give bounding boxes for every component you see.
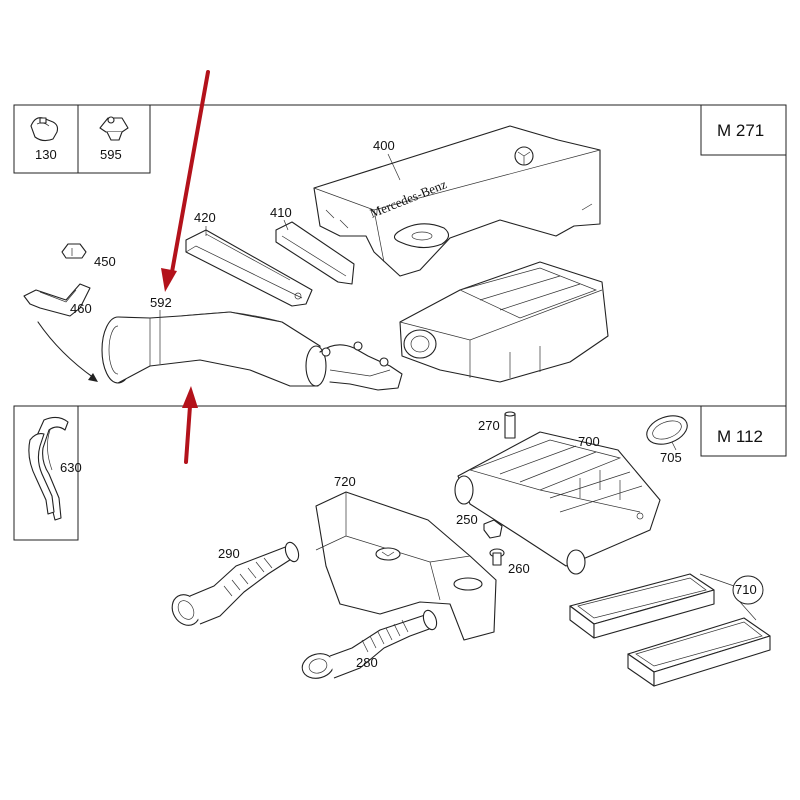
engine-cover-400 xyxy=(313,125,601,277)
label-260: 260 xyxy=(508,561,530,576)
filter-element-710-a xyxy=(569,573,715,639)
label-290: 290 xyxy=(218,546,240,561)
leader-705 xyxy=(671,441,677,451)
clip-130-drawing xyxy=(30,117,59,142)
air-filter-housing-m271 xyxy=(399,261,609,383)
clip-250 xyxy=(483,519,503,539)
fastener-260 xyxy=(489,548,505,566)
label-705: 705 xyxy=(660,450,682,465)
intake-duct-592 xyxy=(101,311,403,391)
intake-duct-280 xyxy=(301,609,438,679)
filter-element-710-b xyxy=(627,617,771,687)
label-400: 400 xyxy=(373,138,395,153)
label-280: 280 xyxy=(356,655,378,670)
label-420: 420 xyxy=(194,210,216,225)
seal-ring-705 xyxy=(646,415,688,445)
section-frames xyxy=(13,104,787,541)
label-410: 410 xyxy=(270,205,292,220)
cover-strip-410 xyxy=(275,221,355,285)
highlight-arrow-up xyxy=(182,386,198,464)
bracket-460-drawing xyxy=(23,283,91,317)
clip-595-drawing xyxy=(99,116,129,141)
intake-duct-290 xyxy=(171,541,300,626)
label-700: 700 xyxy=(578,434,600,449)
clip-450-drawing xyxy=(61,243,87,259)
leader-400 xyxy=(387,153,401,181)
label-595: 595 xyxy=(100,147,122,162)
label-460: 460 xyxy=(70,301,92,316)
engine-code-bottom: M 112 xyxy=(717,427,763,446)
assembly-arrow-head xyxy=(88,373,98,382)
label-450: 450 xyxy=(94,254,116,269)
highlight-arrow-down xyxy=(161,70,210,292)
callout-710 xyxy=(699,573,764,621)
air-filter-housing-700 xyxy=(454,431,661,575)
leader-410 xyxy=(283,219,289,231)
label-250: 250 xyxy=(456,512,478,527)
bracket-630-drawing xyxy=(28,416,69,521)
label-592: 592 xyxy=(150,295,172,310)
label-720: 720 xyxy=(334,474,356,489)
sensor-270 xyxy=(504,411,516,439)
resonator-housing-720 xyxy=(315,491,497,641)
label-630: 630 xyxy=(60,460,82,475)
engine-code-top: M 271 xyxy=(717,121,764,140)
assembly-arrow xyxy=(37,321,95,379)
label-710: 710 xyxy=(735,582,757,597)
label-130: 130 xyxy=(35,147,57,162)
label-270: 270 xyxy=(478,418,500,433)
